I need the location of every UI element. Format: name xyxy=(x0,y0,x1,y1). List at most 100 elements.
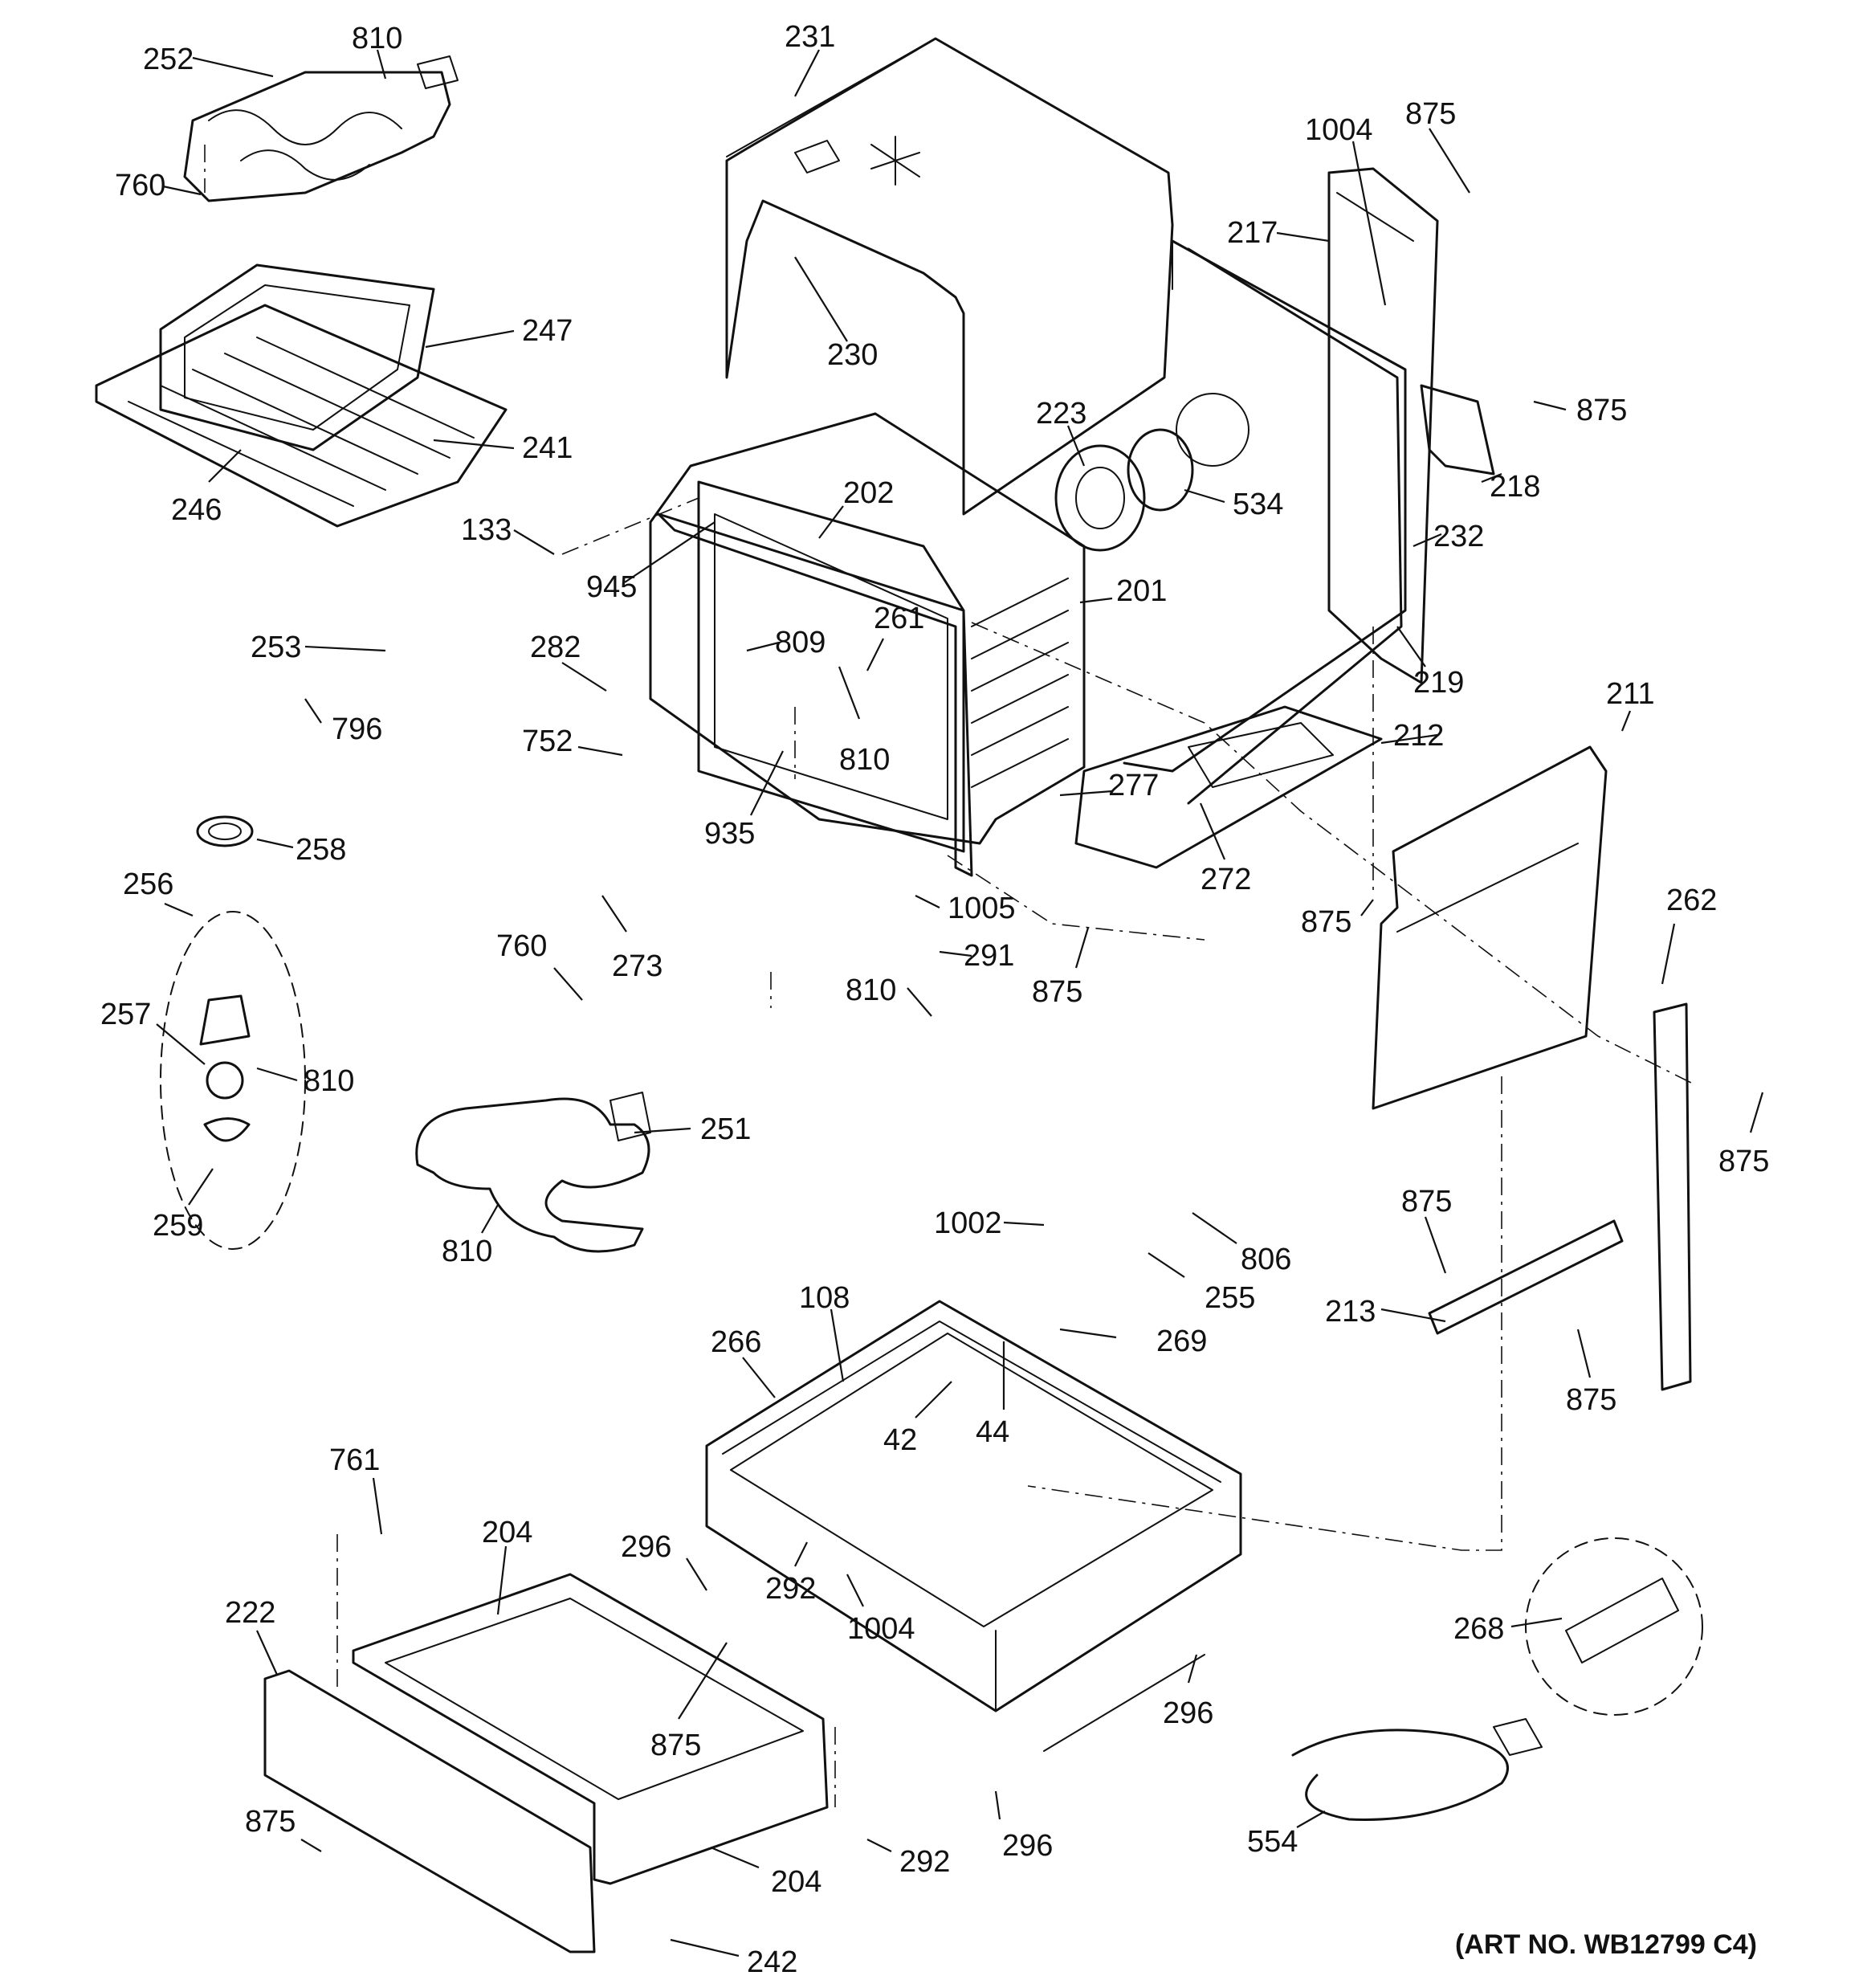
oven-liner xyxy=(649,412,1086,853)
callout-268: 268 xyxy=(1453,1612,1504,1646)
callout-201: 201 xyxy=(1116,574,1167,608)
callout-875: 875 xyxy=(1032,975,1082,1009)
callout-222: 222 xyxy=(225,1596,275,1630)
callout-266: 266 xyxy=(711,1325,761,1359)
callout-1004: 1004 xyxy=(1305,113,1373,147)
callout-875: 875 xyxy=(1401,1185,1452,1219)
bake-element xyxy=(415,1092,651,1253)
callout-534: 534 xyxy=(1233,488,1283,521)
callout-253: 253 xyxy=(251,631,301,664)
callout-272: 272 xyxy=(1201,863,1251,896)
callout-875: 875 xyxy=(1405,97,1456,131)
callout-262: 262 xyxy=(1666,884,1717,917)
side-rail-262 xyxy=(1653,1002,1692,1391)
callout-875: 875 xyxy=(1301,905,1351,939)
convection-fan xyxy=(1054,444,1146,552)
callout-810: 810 xyxy=(846,974,896,1007)
callout-218: 218 xyxy=(1490,470,1540,504)
callout-296: 296 xyxy=(1002,1829,1053,1863)
callout-202: 202 xyxy=(843,476,894,510)
back-panel-211 xyxy=(1372,745,1608,1110)
callout-875: 875 xyxy=(1576,394,1627,427)
callout-810: 810 xyxy=(442,1235,492,1268)
art-number-label: (ART NO. WB12799 C4) xyxy=(1455,1929,1757,1960)
rear-panel-217 xyxy=(1327,167,1439,684)
callout-273: 273 xyxy=(612,949,662,983)
broil-element xyxy=(183,55,459,202)
callout-232: 232 xyxy=(1433,520,1484,553)
drawer-support-frame xyxy=(705,1300,1242,1752)
callout-204: 204 xyxy=(771,1865,821,1899)
fan-motor xyxy=(1127,428,1194,512)
callout-810: 810 xyxy=(304,1064,354,1098)
callout-231: 231 xyxy=(785,20,835,54)
callout-258: 258 xyxy=(296,833,346,867)
callout-labels: 252 810 760 231 1004 875 217 247 230 241… xyxy=(100,20,1769,1979)
broiler-pan xyxy=(159,263,435,451)
callout-247: 247 xyxy=(522,314,573,348)
callout-133: 133 xyxy=(461,513,512,547)
callout-809: 809 xyxy=(775,626,826,659)
gasket-258 xyxy=(196,815,254,847)
callout-44: 44 xyxy=(976,1415,1009,1449)
callout-752: 752 xyxy=(522,725,573,758)
callout-796: 796 xyxy=(332,712,382,746)
callout-1005: 1005 xyxy=(948,892,1016,925)
callout-810: 810 xyxy=(352,22,402,55)
callout-292: 292 xyxy=(765,1572,816,1606)
oven-cabinet xyxy=(1123,239,1407,805)
callout-256: 256 xyxy=(123,867,173,901)
oven-rack xyxy=(95,304,508,528)
callout-806: 806 xyxy=(1241,1243,1291,1276)
callout-875: 875 xyxy=(245,1805,296,1839)
callout-204: 204 xyxy=(482,1516,532,1549)
bracket-213 xyxy=(1428,1219,1624,1335)
callout-291: 291 xyxy=(964,939,1014,973)
callout-760: 760 xyxy=(496,929,547,963)
callout-292: 292 xyxy=(899,1845,950,1879)
callout-242: 242 xyxy=(747,1945,797,1979)
callout-252: 252 xyxy=(143,43,194,76)
callout-42: 42 xyxy=(883,1423,917,1457)
callout-217: 217 xyxy=(1227,216,1278,250)
callout-875: 875 xyxy=(1566,1383,1616,1417)
callout-241: 241 xyxy=(522,431,573,465)
rear-bracket-218 xyxy=(1420,384,1495,476)
callout-211: 211 xyxy=(1606,677,1655,711)
oven-wrapper-top xyxy=(725,37,1174,516)
callout-935: 935 xyxy=(704,817,755,851)
callout-230: 230 xyxy=(827,338,878,372)
callout-leaders xyxy=(156,49,1764,1957)
callout-108: 108 xyxy=(799,1281,850,1315)
callout-945: 945 xyxy=(586,570,637,604)
callout-251: 251 xyxy=(700,1112,751,1146)
callout-269: 269 xyxy=(1156,1325,1207,1358)
callout-259: 259 xyxy=(153,1209,203,1243)
callout-761: 761 xyxy=(329,1443,380,1477)
callout-1004: 1004 xyxy=(847,1612,915,1646)
callout-282: 282 xyxy=(530,631,581,664)
drawer-front-panel xyxy=(263,1669,596,1953)
callout-246: 246 xyxy=(171,493,222,527)
assembly-guide-lines xyxy=(204,145,1695,1807)
callout-875: 875 xyxy=(1718,1145,1769,1178)
callout-213: 213 xyxy=(1325,1295,1376,1329)
callout-255: 255 xyxy=(1205,1281,1255,1315)
detail-inset-268 xyxy=(1525,1537,1703,1716)
callout-261: 261 xyxy=(874,602,924,635)
callout-223: 223 xyxy=(1036,397,1086,431)
callout-554: 554 xyxy=(1247,1825,1298,1859)
callout-257: 257 xyxy=(100,998,151,1031)
callout-296: 296 xyxy=(1163,1696,1213,1730)
callout-212: 212 xyxy=(1393,719,1444,753)
callout-219: 219 xyxy=(1413,666,1464,700)
callout-810: 810 xyxy=(839,743,890,777)
power-cord xyxy=(1291,1718,1543,1821)
callout-277: 277 xyxy=(1108,769,1159,802)
oven-frame-front xyxy=(657,512,973,877)
light-assembly-group xyxy=(160,911,306,1250)
callout-1002: 1002 xyxy=(934,1206,1002,1240)
oven-bottom-212 xyxy=(1074,705,1383,869)
callout-760: 760 xyxy=(115,169,165,202)
